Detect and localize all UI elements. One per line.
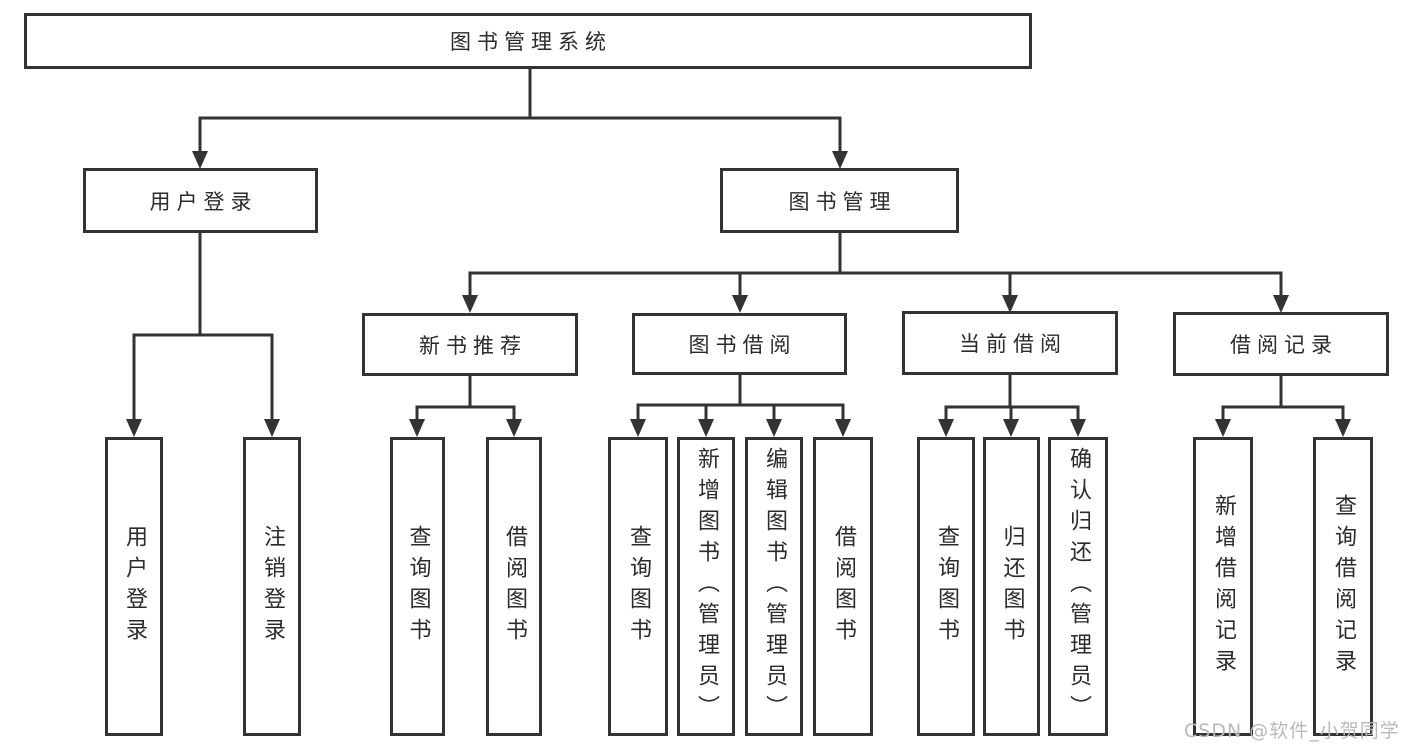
csdn-watermark: CSDN @软件_小贺同学 — [1184, 720, 1400, 742]
leaf-cb-confirm-return-admin-label: 确认归还（管理员） — [1066, 447, 1091, 726]
leaf-nbr-query-books-label: 查询图书 — [405, 524, 431, 649]
leaf-user-login-label: 用户登录 — [122, 524, 147, 649]
arrowhead-icons — [126, 151, 1351, 437]
leaf-cb-return-books-label: 归还图书 — [999, 524, 1025, 649]
leaf-nbr-borrow-books: 借阅图书 — [486, 437, 542, 736]
node-book-management-label: 图书管理 — [788, 189, 897, 214]
arrow-down-icon — [506, 419, 522, 437]
arrow-down-icon — [1273, 295, 1289, 313]
arrow-down-icon — [766, 419, 782, 437]
node-borrowing-records-label: 借阅记录 — [1230, 333, 1338, 357]
node-new-book-recommendation: 新书推荐 — [362, 313, 578, 376]
leaf-br-add-borrow-record-label: 新增借阅记录 — [1211, 493, 1236, 680]
arrow-down-icon — [462, 295, 478, 313]
leaf-br-query-borrow-record-label: 查询借阅记录 — [1331, 493, 1356, 680]
arrow-down-icon — [1070, 419, 1086, 437]
arrow-down-icon — [835, 419, 851, 437]
node-root: 图书管理系统 — [24, 13, 1032, 69]
node-book-borrowing: 图书借阅 — [632, 313, 847, 375]
node-user-login: 用户登录 — [83, 168, 318, 233]
leaf-cb-return-books: 归还图书 — [983, 437, 1040, 736]
arrow-down-icon — [1335, 419, 1351, 437]
leaf-bb-add-books-admin: 新增图书（管理员） — [677, 437, 735, 736]
arrow-down-icon — [832, 151, 848, 169]
leaf-bb-edit-books-admin: 编辑图书（管理员） — [745, 437, 803, 736]
arrow-down-icon — [630, 419, 646, 437]
node-borrowing-records: 借阅记录 — [1173, 312, 1389, 376]
leaf-cb-query-books-label: 查询图书 — [934, 524, 959, 649]
node-user-login-label: 用户登录 — [149, 189, 258, 214]
arrow-down-icon — [1215, 419, 1231, 437]
arrow-down-icon — [938, 419, 954, 437]
leaf-bb-borrow-books: 借阅图书 — [813, 437, 873, 736]
leaf-bb-query-books: 查询图书 — [608, 437, 668, 736]
node-current-borrowing-label: 当前借阅 — [959, 332, 1067, 356]
node-book-borrowing-label: 图书借阅 — [688, 333, 797, 357]
tree-edges — [132, 67, 1345, 423]
leaf-nbr-query-books: 查询图书 — [390, 437, 445, 736]
arrow-down-icon — [1002, 295, 1018, 313]
node-current-borrowing: 当前借阅 — [902, 311, 1118, 375]
arrow-down-icon — [264, 419, 280, 437]
arrow-down-icon — [192, 151, 208, 169]
leaf-bb-edit-books-admin-label: 编辑图书（管理员） — [762, 447, 787, 726]
leaf-bb-add-books-admin-label: 新增图书（管理员） — [694, 447, 719, 726]
arrow-down-icon — [698, 419, 714, 437]
arrow-down-icon — [732, 295, 748, 313]
arrow-down-icon — [126, 419, 142, 437]
leaf-br-query-borrow-record: 查询借阅记录 — [1313, 437, 1373, 736]
leaf-nbr-borrow-books-label: 借阅图书 — [502, 524, 527, 649]
leaf-bb-borrow-books-label: 借阅图书 — [831, 524, 856, 649]
node-book-management: 图书管理 — [720, 168, 959, 233]
leaf-br-add-borrow-record: 新增借阅记录 — [1193, 437, 1253, 736]
node-root-label: 图书管理系统 — [450, 30, 612, 54]
leaf-cb-confirm-return-admin: 确认归还（管理员） — [1048, 437, 1108, 736]
arrow-down-icon — [1003, 419, 1019, 437]
leaf-user-login: 用户登录 — [105, 437, 163, 736]
node-new-book-recommendation-label: 新书推荐 — [419, 333, 527, 358]
leaf-logout: 注销登录 — [243, 437, 301, 736]
leaf-bb-query-books-label: 查询图书 — [626, 524, 651, 649]
leaf-logout-label: 注销登录 — [260, 524, 285, 649]
arrow-down-icon — [409, 419, 425, 437]
leaf-cb-query-books: 查询图书 — [917, 437, 975, 736]
